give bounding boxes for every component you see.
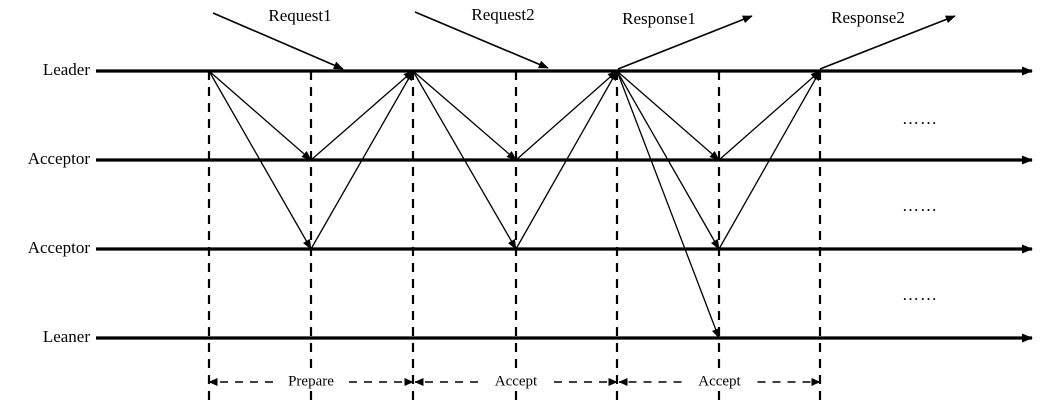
callout-group: Request1 Request2 Response1 Response2: [212, 5, 956, 70]
callout-label-request2: Request2: [471, 5, 534, 24]
time-tick-group: [207, 71, 822, 405]
message-m1-leader-to-acceptor1: [208, 70, 312, 161]
message-m12-acceptor1-to-leader: [718, 70, 821, 161]
phase-label-backing-accept2: [685, 373, 754, 391]
continuation-cont-acceptor2: ……: [902, 285, 938, 304]
lifeline-label-leaner: Leaner: [43, 327, 91, 346]
callout-label-response2: Response2: [831, 8, 905, 27]
lifeline-label-acceptor2: Acceptor: [28, 238, 91, 257]
continuation-group: …… …… ……: [902, 109, 938, 304]
message-m13-acceptor2-to-leader: [718, 70, 821, 250]
message-arrow-group: [208, 70, 821, 339]
callout-arrow-response2: [819, 15, 956, 70]
continuation-cont-leader: ……: [902, 109, 938, 128]
callout-label-response1: Response1: [622, 9, 696, 28]
phase-label-accept2: Accept: [698, 373, 741, 389]
message-m7-acceptor1-to-leader: [515, 70, 618, 161]
message-m8-acceptor2-to-leader: [515, 70, 618, 250]
phase-label-backing-prepare: [277, 373, 345, 391]
message-m3-acceptor1-to-leader: [310, 70, 414, 161]
message-m2-leader-to-acceptor2: [208, 70, 312, 250]
callout-arrow-request2: [414, 11, 549, 69]
phase-label-accept1: Accept: [495, 373, 538, 389]
callout-arrow-request1: [212, 12, 344, 70]
continuation-cont-acceptor1: ……: [902, 196, 938, 215]
phase-label-prepare: Prepare: [288, 373, 334, 389]
lifeline-group: [96, 66, 1033, 343]
message-m5-leader-to-acceptor1: [412, 70, 517, 161]
message-m11-leader-to-leaner: [616, 70, 720, 339]
message-m6-leader-to-acceptor2: [412, 70, 517, 250]
phase-span-group: Prepare Accept Accept: [208, 373, 821, 391]
callout-arrow-response1: [617, 15, 753, 70]
lifeline-label-acceptor1: Acceptor: [28, 149, 91, 168]
lifeline-label-leader: Leader: [43, 60, 91, 79]
message-m10-leader-to-acceptor2: [616, 70, 720, 250]
callout-label-request1: Request1: [268, 6, 331, 25]
message-m9-leader-to-acceptor1: [616, 70, 720, 161]
phase-label-backing-accept1: [482, 373, 550, 391]
message-m4-acceptor2-to-leader: [310, 70, 414, 250]
